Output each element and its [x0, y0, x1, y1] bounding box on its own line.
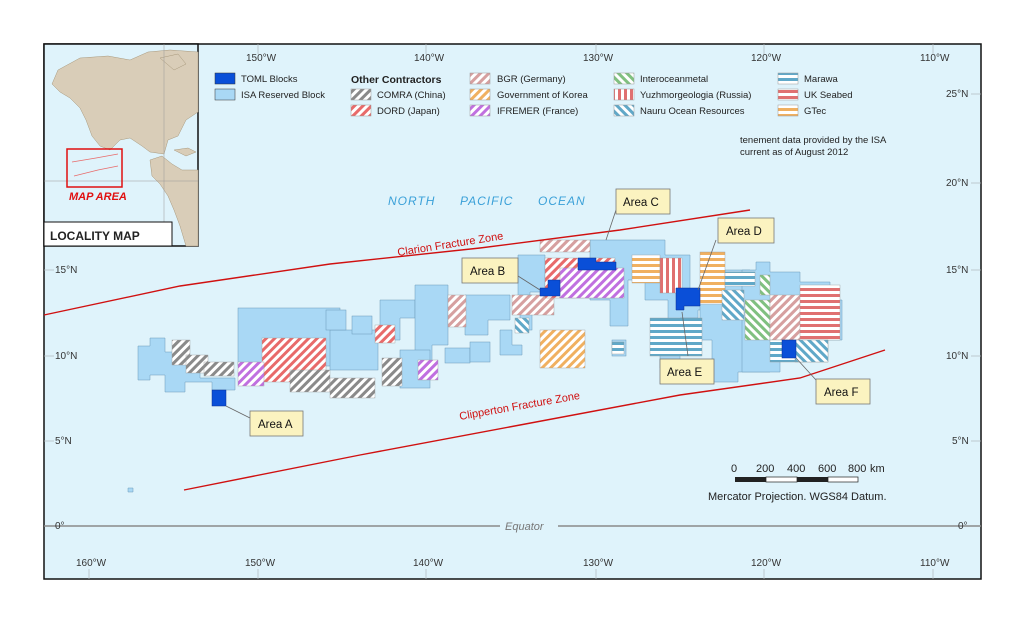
legend-swatch-uk-seabed — [777, 88, 799, 101]
legend-swatch-bgr — [469, 72, 491, 85]
inset-title: LOCALITY MAP — [50, 229, 140, 243]
right-axis-0: 0° — [958, 521, 968, 532]
legend-other-title: Other Contractors — [351, 74, 442, 86]
bottom-axis-130w: 130°W — [583, 558, 614, 569]
callout-area-e: Area E — [659, 358, 715, 385]
legend-label-bgr: BGR (Germany) — [497, 74, 566, 85]
scale-tick-0: 0 — [731, 463, 737, 475]
scale-tick-400: 400 — [787, 463, 805, 475]
legend-swatch-interoceanmetal — [613, 72, 635, 85]
bottom-axis-110w: 110°W — [920, 558, 950, 569]
legend-swatch-korea — [469, 88, 491, 101]
callout-area-c-label: Area C — [623, 197, 659, 209]
inset-landmass — [51, 49, 199, 247]
callout-area-b-label: Area B — [470, 266, 505, 278]
scale-bar: 0 200 400 600 800 km Mercator Projection… — [708, 463, 887, 503]
bottom-axis-160w: 160°W — [76, 558, 107, 569]
equator-label: Equator — [505, 521, 545, 533]
scale-tick-200: 200 — [756, 463, 774, 475]
legend-swatch-dord — [350, 104, 372, 117]
callout-leaders — [225, 209, 817, 419]
scale-unit: km — [870, 463, 885, 475]
legend-label-comra: COMRA (China) — [377, 90, 446, 101]
clipperton-fracture-line — [183, 349, 886, 491]
legend-label-marawa: Marawa — [804, 74, 839, 85]
callout-area-e-label: Area E — [667, 367, 702, 379]
note-line-2: current as of August 2012 — [740, 147, 848, 158]
inset-map-area-box — [66, 148, 123, 188]
axis-labels: 150°W 140°W 130°W 120°W 110°W 160°W 150°… — [55, 53, 969, 569]
callout-area-b: Area B — [461, 257, 519, 284]
scale-tick-800: 800 — [848, 463, 866, 475]
legend-label-ifremer: IFREMER (France) — [497, 106, 578, 117]
legend-label-nauru: Nauru Ocean Resources — [640, 106, 745, 117]
right-axis-25n: 25°N — [946, 89, 968, 100]
left-axis-5n: 5°N — [55, 436, 72, 447]
locality-inset: MAP AREA LOCALITY MAP — [43, 43, 199, 247]
scale-tick-600: 600 — [818, 463, 836, 475]
ocean-label-pacific: PACIFIC — [460, 194, 513, 208]
bottom-axis-120w: 120°W — [751, 558, 782, 569]
legend-swatch-nauru — [613, 104, 635, 117]
right-axis-10n: 10°N — [946, 351, 968, 362]
right-axis-5n: 5°N — [952, 436, 969, 447]
legend-label-dord: DORD (Japan) — [377, 106, 440, 117]
left-axis-0: 0° — [55, 521, 65, 532]
callout-area-f: Area F — [815, 378, 871, 405]
top-axis-140w: 140°W — [414, 53, 445, 64]
left-axis-10n: 10°N — [55, 351, 77, 362]
callout-area-a-label: Area A — [258, 419, 293, 431]
legend-swatch-yuzhmorgeologia — [613, 88, 635, 101]
note-line-1: tenement data provided by the ISA — [740, 135, 887, 146]
bottom-axis-140w: 140°W — [413, 558, 444, 569]
callout-area-c: Area C — [615, 188, 671, 215]
legend-label-yuzhmorgeologia: Yuzhmorgeologia (Russia) — [640, 90, 751, 101]
legend-label-toml: TOML Blocks — [241, 74, 298, 85]
top-axis-150w: 150°W — [246, 53, 277, 64]
legend-label-isa: ISA Reserved Block — [241, 90, 325, 101]
callout-area-d-label: Area D — [726, 226, 762, 238]
left-axis-15n: 15°N — [55, 265, 77, 276]
legend-label-interoceanmetal: Interoceanmetal — [640, 74, 708, 85]
top-axis-110w: 110°W — [920, 53, 950, 64]
legend-swatch-comra — [350, 88, 372, 101]
callout-area-f-label: Area F — [824, 387, 859, 399]
projection-label: Mercator Projection. WGS84 Datum. — [708, 491, 887, 503]
top-axis-130w: 130°W — [583, 53, 614, 64]
graticule — [44, 44, 981, 579]
inset-map-area-label: MAP AREA — [69, 191, 127, 203]
top-axis-120w: 120°W — [751, 53, 782, 64]
legend-swatch-isa — [214, 88, 236, 101]
legend-label-uk-seabed: UK Seabed — [804, 90, 853, 101]
toml-blocks — [211, 257, 797, 407]
callout-area-d: Area D — [717, 217, 775, 244]
legend-swatch-gtec — [777, 104, 799, 117]
legend: TOML Blocks ISA Reserved Block Other Con… — [214, 72, 853, 117]
ocean-label-north: NORTH — [388, 194, 435, 208]
inset-graticule — [44, 44, 198, 246]
bottom-axis-150w: 150°W — [245, 558, 276, 569]
ocean-label-ocean: OCEAN — [538, 194, 586, 208]
right-axis-20n: 20°N — [946, 178, 968, 189]
callout-area-a: Area A — [249, 410, 304, 437]
clarion-fracture-line — [43, 209, 751, 316]
right-axis-15n: 15°N — [946, 265, 968, 276]
legend-swatch-marawa — [777, 72, 799, 85]
legend-swatch-toml — [214, 72, 236, 85]
legend-label-korea: Government of Korea — [497, 90, 589, 101]
legend-label-gtec: GTec — [804, 106, 826, 117]
legend-swatch-ifremer — [469, 104, 491, 117]
